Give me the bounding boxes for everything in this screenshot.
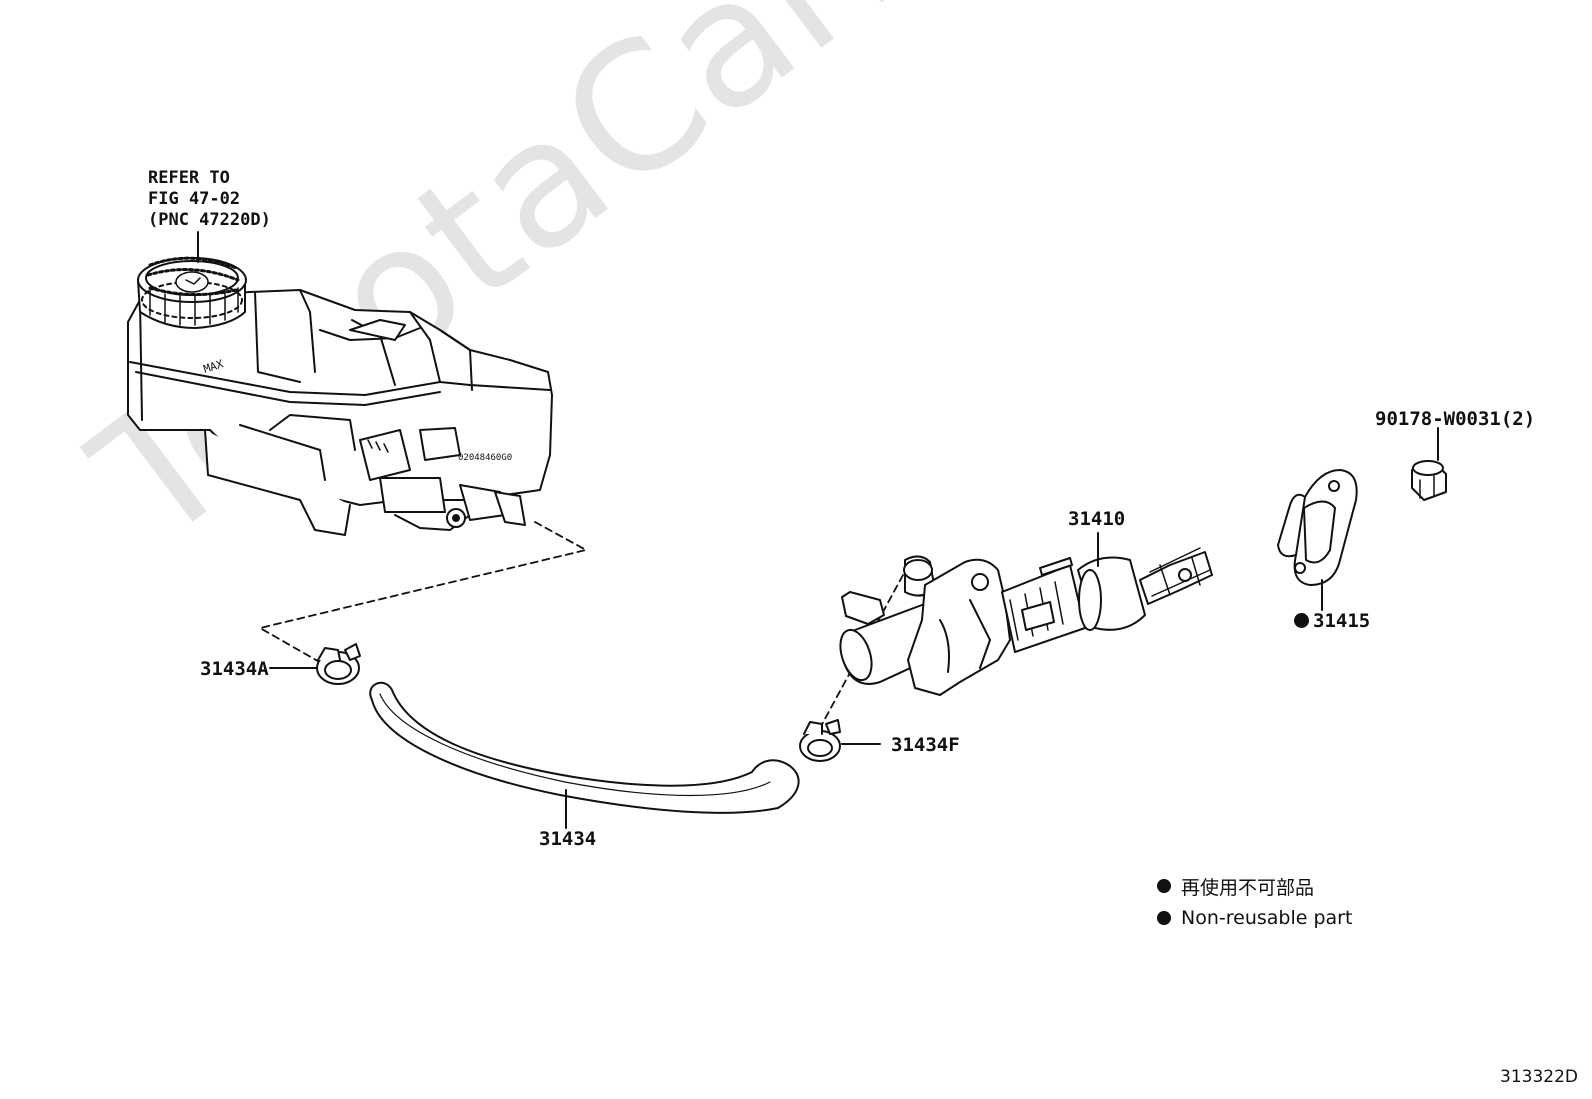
nut-90178 xyxy=(1411,460,1447,501)
legend-jp: 再使用不可部品 xyxy=(1181,876,1315,899)
bullet-icon xyxy=(1157,911,1171,925)
refer-line-2: FIG 47-02 xyxy=(148,189,241,209)
label-31410: 31410 xyxy=(1068,508,1126,530)
label-31415-wrap: 31415 xyxy=(1294,612,1370,631)
reservoir-serial: 02048460G0 xyxy=(458,453,512,463)
hose-31434 xyxy=(369,681,800,814)
master-cylinder-31410 xyxy=(839,547,1213,696)
clamp-31434a xyxy=(316,643,361,685)
refer-line-1: REFER TO xyxy=(148,168,230,188)
label-31434a: 31434A xyxy=(200,658,269,680)
label-31434f: 31434F xyxy=(891,734,960,756)
reservoir-tank xyxy=(127,256,553,536)
connection-dashes xyxy=(259,521,904,729)
legend-row-en: Non-reusable part xyxy=(1157,902,1352,934)
legend-en: Non-reusable part xyxy=(1181,907,1353,929)
non-reusable-dot-icon xyxy=(1294,613,1309,628)
legend: 再使用不可部品 Non-reusable part xyxy=(1157,870,1352,934)
label-31434: 31434 xyxy=(539,828,597,850)
refer-note: REFER TO FIG 47-02 (PNC 47220D) xyxy=(148,168,271,231)
bullet-icon xyxy=(1157,879,1171,893)
label-90178-w0031: 90178-W0031(2) xyxy=(1375,408,1536,430)
clamp-31434f xyxy=(799,719,841,762)
legend-row-jp: 再使用不可部品 xyxy=(1157,870,1352,902)
refer-line-3: (PNC 47220D) xyxy=(148,210,271,230)
figure-code: 313322D xyxy=(1500,1067,1578,1087)
gasket-31415 xyxy=(1277,469,1358,586)
max-mark: MAX xyxy=(202,357,225,376)
label-31415: 31415 xyxy=(1313,610,1371,632)
